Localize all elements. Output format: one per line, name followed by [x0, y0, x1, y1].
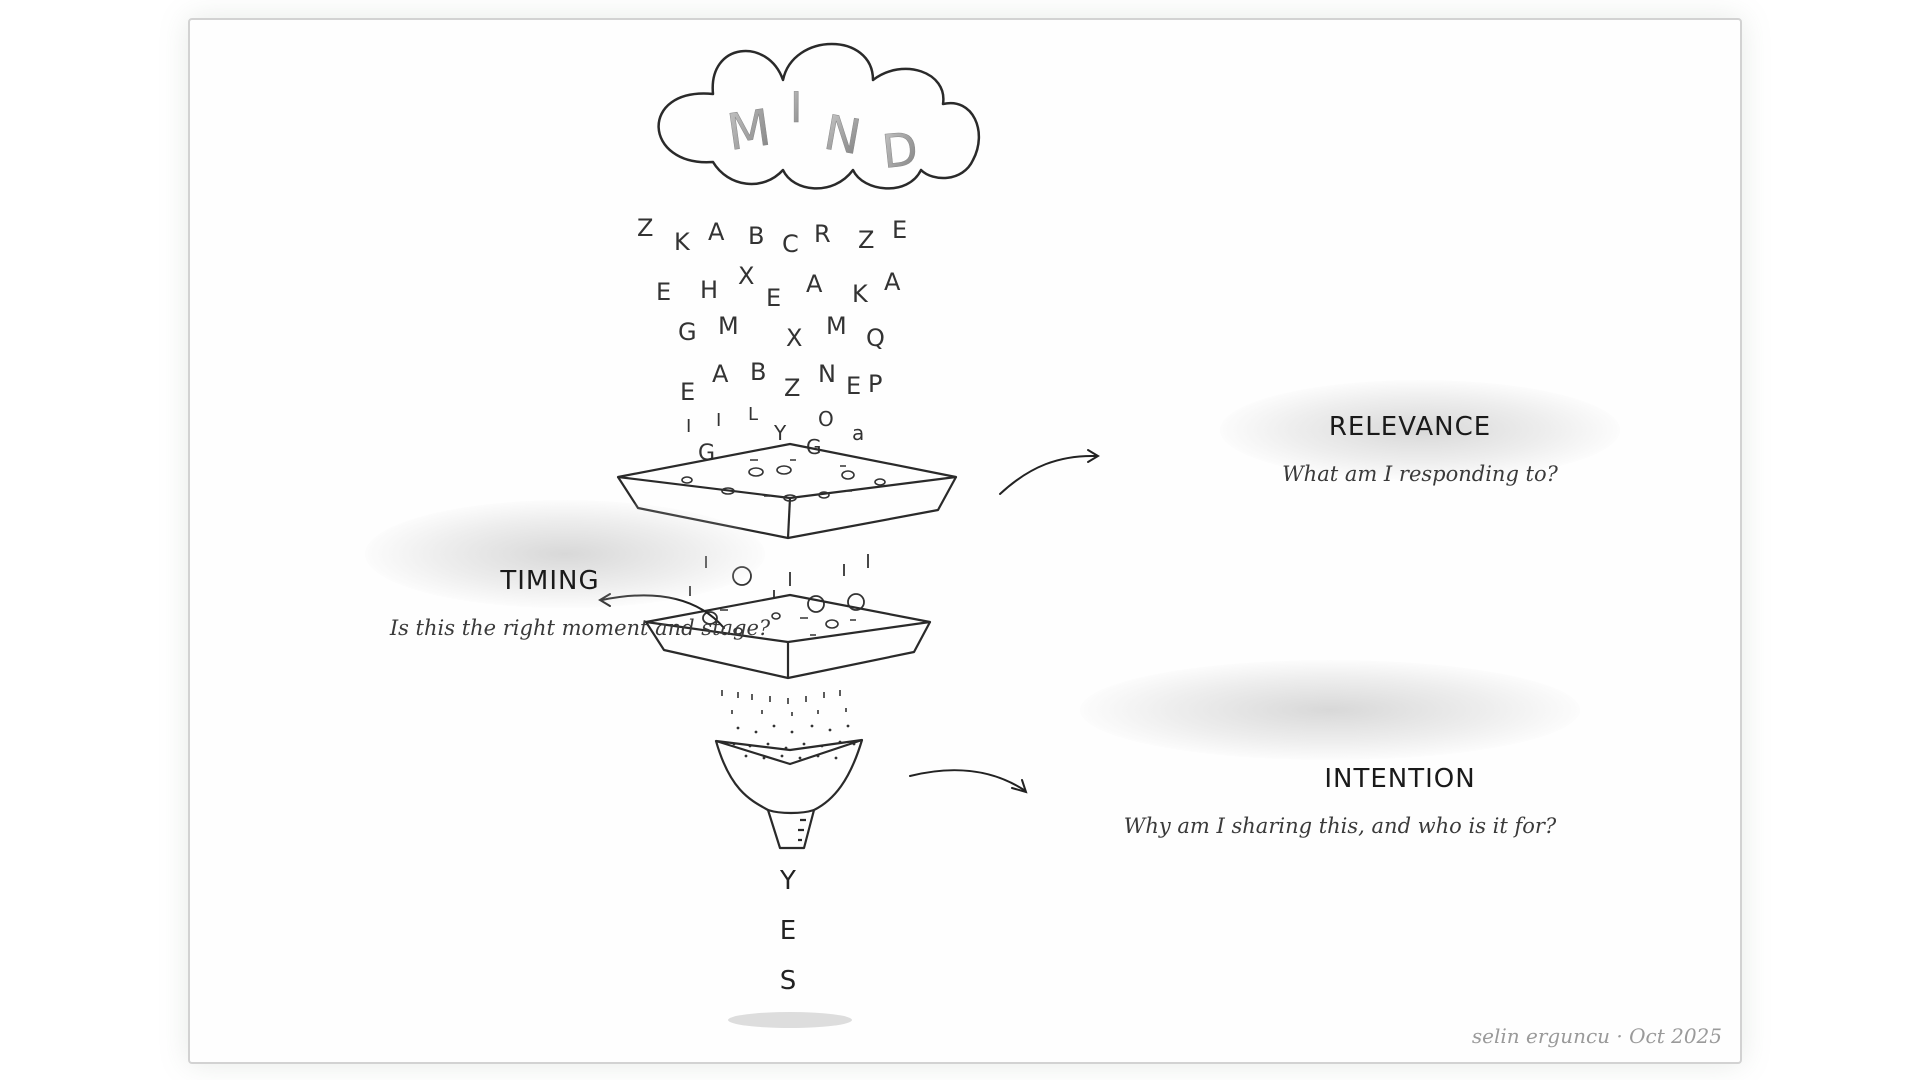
falling-particles-middle	[689, 554, 869, 625]
yes-letter-e: E	[779, 916, 797, 946]
falling-letter: E	[892, 216, 907, 244]
mind-letter: I	[790, 83, 802, 132]
intention-arrow	[909, 769, 1025, 791]
falling-letter: A	[806, 270, 823, 298]
falling-letter: I	[686, 416, 691, 437]
falling-letter: I	[716, 410, 721, 431]
relevance-title: RELEVANCE	[1328, 412, 1492, 442]
falling-letter: M	[826, 312, 847, 340]
falling-letter: G	[806, 435, 822, 459]
tray-particles	[681, 459, 886, 502]
yes-letter-y: Y	[780, 866, 796, 896]
mind-letter: M	[724, 98, 775, 161]
relevance-filter-tray	[616, 442, 958, 540]
timing-brush	[365, 500, 765, 608]
falling-letter: Z	[637, 214, 653, 242]
mind-letter: N	[820, 105, 865, 166]
falling-letter: Y	[773, 421, 787, 445]
falling-letter: E	[766, 284, 781, 312]
falling-letter: A	[708, 218, 725, 246]
timing-arrow	[601, 594, 725, 629]
falling-letter: K	[674, 228, 691, 256]
falling-letter: X	[738, 262, 754, 290]
intention-title: INTENTION	[1324, 764, 1476, 794]
fine-dots	[732, 724, 856, 760]
diagram-card: M I N D Z K A B C R Z E E H X E A K A G …	[188, 18, 1742, 1064]
falling-letter: Z	[858, 226, 874, 254]
falling-letter: E	[680, 378, 695, 406]
intention-question: Why am I sharing this, and who is it for…	[1123, 814, 1557, 838]
falling-letter: N	[818, 360, 836, 388]
timing-title: TIMING	[500, 566, 600, 596]
falling-letter: R	[814, 220, 831, 248]
falling-letter: E	[656, 278, 671, 306]
falling-letter: Q	[866, 324, 885, 352]
author-credit: selin erguncu · Oct 2025	[1471, 1024, 1722, 1048]
intention-brush	[1080, 660, 1580, 760]
falling-letter: E	[846, 372, 861, 400]
falling-letter: a	[852, 421, 864, 445]
falling-letter: Z	[784, 374, 800, 402]
relevance-question: What am I responding to?	[1282, 462, 1558, 486]
falling-letter: B	[748, 222, 764, 250]
arrows	[598, 449, 1100, 794]
falling-letter: X	[786, 324, 802, 352]
falling-letter: B	[750, 358, 766, 386]
mind-letter: D	[880, 122, 921, 179]
intention-funnel	[714, 738, 864, 850]
falling-letter: M	[718, 312, 739, 340]
mind-cloud	[657, 42, 981, 190]
timing-question: Is this the right moment and stage?	[389, 616, 771, 640]
falling-letter: O	[818, 407, 834, 431]
falling-letter: G	[678, 318, 697, 346]
falling-letter: P	[868, 370, 882, 398]
falling-letter: A	[712, 360, 729, 388]
falling-letter: K	[852, 280, 869, 308]
relevance-brush	[1220, 380, 1620, 480]
funnel-illustration: M I N D Z K A B C R Z E E H X E A K A G …	[598, 42, 1100, 1028]
fine-particles	[721, 690, 847, 716]
falling-letter: L	[748, 404, 758, 425]
falling-letter: H	[700, 276, 718, 304]
falling-letters: Z K A B C R Z E E H X E A K A G M X M Q …	[637, 214, 907, 466]
falling-letter: A	[884, 268, 901, 296]
relevance-arrow	[999, 454, 1097, 495]
tray-particles	[720, 609, 856, 636]
yes-letter-s: S	[779, 966, 797, 996]
yes-shadow	[728, 1012, 852, 1028]
falling-letter: C	[782, 230, 799, 258]
timing-filter-tray	[644, 593, 932, 680]
